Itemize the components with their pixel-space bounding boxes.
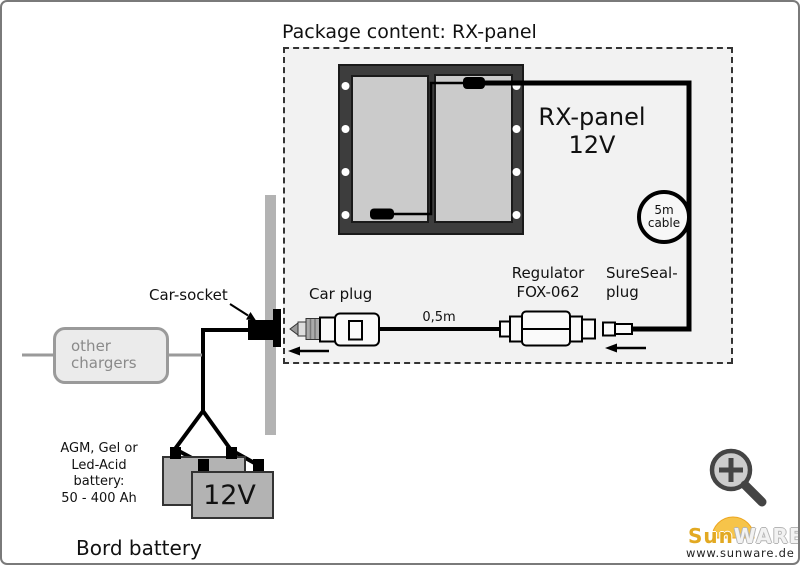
regulator-illustration (499, 310, 596, 347)
zoom-in-icon[interactable] (709, 448, 767, 507)
car-socket-label: Car-socket (149, 286, 228, 304)
bord-battery-caption: Bord battery (76, 536, 202, 560)
sunware-url: www.sunware.de (686, 546, 795, 560)
sureseal-label-line1: SureSeal- (606, 264, 678, 282)
panel-internal-wire (385, 81, 467, 216)
sureseal-label: SureSeal- plug (606, 264, 678, 302)
panel-connector-top (463, 77, 485, 89)
car-socket-pointer-arrow (229, 303, 256, 321)
regulator-label: Regulator FOX-062 (496, 264, 600, 302)
car-plug-illustration (289, 312, 380, 347)
sun-logo-icon (711, 516, 755, 539)
wall-bar (265, 195, 276, 435)
direction-arrow-sureseal (605, 343, 646, 353)
mounting-holes (341, 82, 521, 219)
diagram-title: Package content: RX-panel (282, 21, 537, 43)
logo-name-part2: WARE (733, 524, 800, 548)
badge-word: cable (647, 216, 681, 230)
other-chargers-box: other chargers (53, 327, 169, 384)
sureseal-label-line2: plug (606, 283, 639, 301)
cable-length-badge: 5m cable (637, 190, 691, 244)
direction-arrow-car-plug (288, 346, 329, 356)
regulator-label-line2: FOX-062 (516, 283, 580, 301)
other-chargers-line2: chargers (71, 354, 137, 372)
panel-connector-bottom (370, 208, 394, 220)
badge-length: 5m (654, 203, 674, 217)
other-chargers-line1: other (71, 337, 111, 355)
battery-spec-line3: battery: (73, 474, 125, 489)
car-socket-illustration (248, 309, 281, 347)
panel-voltage: 12V (568, 131, 616, 159)
battery-wiring (172, 328, 259, 467)
battery-spec-line4: 50 - 400 Ah (61, 490, 137, 506)
battery-voltage-label: 12V (203, 480, 256, 511)
sureseal-plug-illustration (602, 321, 633, 337)
battery-spec-label: AGM, Gel or Led-Acid battery: 50 - 400 A… (39, 441, 159, 507)
battery-spec-line2: Led-Acid (71, 457, 127, 473)
cable-length-label: 0,5m (422, 310, 456, 325)
panel-label: RX-panel 12V (520, 103, 664, 159)
sunware-logo: SunWARE (688, 524, 800, 548)
solar-panel-illustration (338, 64, 524, 235)
battery-illustration (162, 447, 274, 519)
panel-name: RX-panel (538, 103, 646, 131)
car-plug-label: Car plug (309, 285, 373, 303)
logo-name-part1: Sun (688, 524, 734, 548)
regulator-label-line1: Regulator (511, 264, 585, 282)
battery-spec-line1: AGM, Gel or (60, 441, 138, 456)
